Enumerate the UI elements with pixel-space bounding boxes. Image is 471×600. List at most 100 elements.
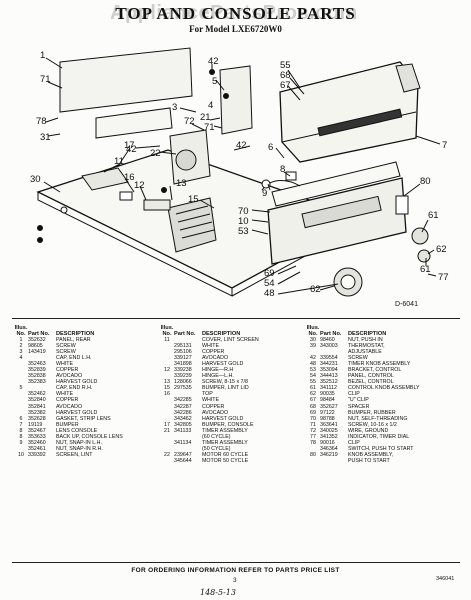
part-number: 98605 (28, 343, 43, 350)
part-description: AVOCADO (202, 355, 229, 362)
part-number: 343003 (320, 343, 338, 350)
illus-number: 39 (310, 343, 316, 350)
part-number: 19119 (28, 421, 43, 428)
callout-42: 42 (236, 140, 247, 151)
callout-21: 21 (200, 112, 211, 123)
part-description: NUT, SNAP-IN R.H. (56, 445, 103, 452)
part-number: 352382 (28, 409, 46, 416)
illus-number: 67 (310, 397, 316, 404)
table-header: Illus. No.Part No.DESCRIPTION (306, 322, 456, 337)
header-description: DESCRIPTION (348, 331, 387, 337)
part-description: CAP, END L.H. (56, 355, 92, 362)
callout-70: 70 (238, 206, 249, 217)
illus-number: 2 (19, 343, 23, 350)
part-description: (50 CYCLE) (202, 445, 231, 452)
part-number: 352467 (28, 427, 46, 434)
part-description: PUSH TO START (348, 457, 390, 464)
illus-number: 22 (164, 451, 170, 458)
callout-80: 80 (420, 176, 431, 187)
part-description: BUMPER, CONSOLE (202, 421, 254, 428)
upper-panel (219, 65, 253, 135)
illus-number: 62 (310, 391, 316, 398)
part-description: NUT, PUSH IN (348, 337, 383, 343)
illus-number: 15 (164, 385, 170, 392)
header-description: DESCRIPTION (56, 331, 95, 337)
part-number: 363641 (320, 421, 338, 428)
part-number: 344231 (320, 361, 338, 368)
part-description: HARVEST GOLD (202, 361, 244, 368)
illus-number: 77 (310, 433, 316, 440)
illus-number: 16 (164, 391, 170, 398)
lint-lid (143, 199, 171, 211)
illus-number (306, 458, 320, 464)
parts-row: 4 CAP, END L.H. (14, 355, 154, 361)
part-description: SCREW, 8-15 x 7/8 (202, 379, 248, 386)
callout-77: 77 (438, 272, 449, 283)
part-description: BUMPER, RUBBER (348, 409, 396, 416)
header-description: DESCRIPTION (202, 331, 241, 337)
callout-7: 7 (442, 140, 447, 151)
ordering-note: FOR ORDERING INFORMATION REFER TO PARTS … (131, 567, 340, 574)
part-description: SCREW (348, 355, 368, 362)
callout-16: 16 (124, 172, 135, 183)
part-number: 97122 (320, 409, 335, 416)
lint-screen (167, 197, 217, 253)
table-header: Illus. No.Part No.DESCRIPTION (160, 322, 300, 337)
callout-62: 62 (310, 284, 321, 295)
callout-78: 78 (36, 116, 47, 127)
part-description: TIMER ASSEMBLY (202, 439, 248, 446)
part-number: 344413 (320, 373, 338, 380)
part-description: WHITE (56, 391, 74, 398)
part-description: THERMOSTAT, (348, 343, 385, 350)
lens-strip (317, 108, 403, 137)
illus-number: 7 (19, 421, 23, 428)
illus-number: 4 (19, 355, 23, 362)
part-description: TIMER ASSEMBLY (202, 427, 248, 434)
part-description: (60 CYCLE) (202, 433, 231, 440)
model-subtitle: For Model LXE6720W0 (189, 24, 282, 34)
part-description: AVOCADO (56, 373, 83, 380)
parts-row: 39 343003 THERMOSTAT, (306, 343, 456, 349)
header-part-no: Part No. (174, 331, 196, 337)
callout-62: 62 (436, 244, 447, 255)
part-description: ADJUSTABLE (348, 349, 382, 356)
callout-71: 71 (204, 122, 215, 133)
parts-row: (60 CYCLE) (160, 434, 300, 440)
part-number: 339239 (174, 373, 192, 380)
part-number: 353094 (320, 367, 338, 374)
timer-motor (175, 149, 197, 171)
part-number: 341352 (320, 433, 338, 440)
illus-number: 10 (18, 451, 24, 458)
part-description: HINGE—R.H (202, 367, 234, 374)
control-bracket (271, 161, 401, 207)
header-illus-no: Illus. No. (14, 325, 28, 337)
part-number: 339392 (28, 451, 46, 458)
part-number: 341133 (174, 427, 192, 434)
part-description: TIMER KNOB ASSEMBLY (348, 361, 411, 368)
